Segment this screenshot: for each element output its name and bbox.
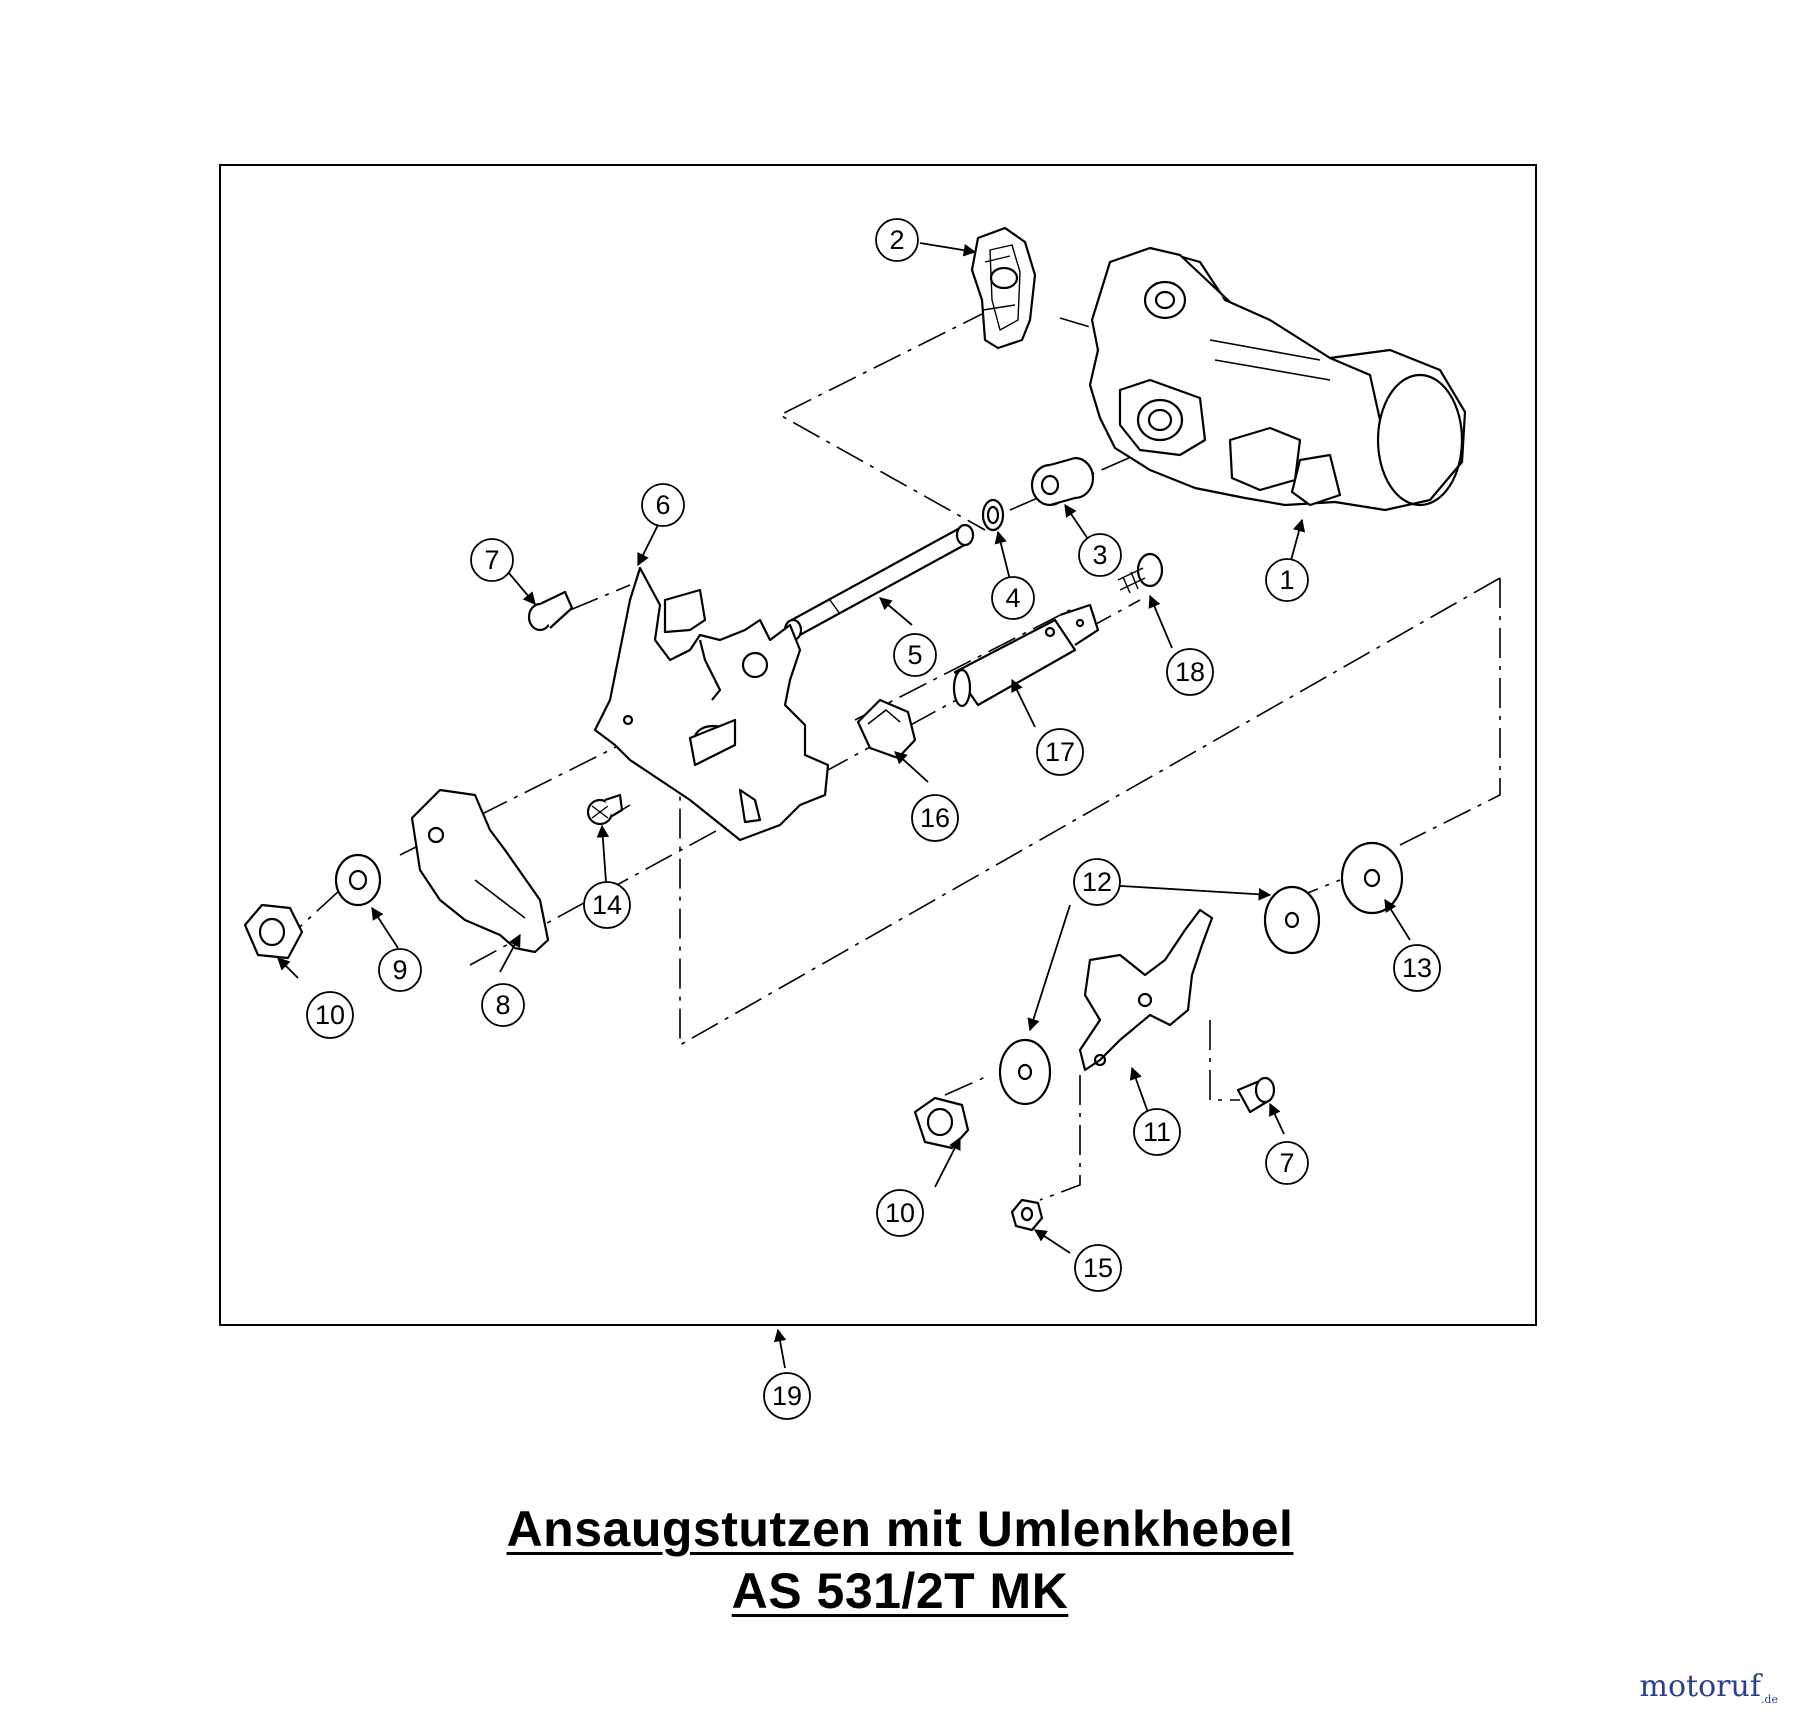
- svg-text:2: 2: [889, 225, 904, 255]
- svg-text:12: 12: [1082, 867, 1112, 897]
- svg-text:3: 3: [1092, 540, 1107, 570]
- svg-text:19: 19: [772, 1381, 802, 1411]
- callout-19: 19: [763, 1372, 811, 1420]
- svg-text:14: 14: [592, 890, 622, 920]
- part-drawings: [243, 226, 1467, 1232]
- clip: [856, 698, 917, 760]
- callout-8: 8: [481, 983, 525, 1027]
- gasket: [970, 226, 1037, 350]
- watermark-text: motoruf: [1639, 1669, 1761, 1704]
- svg-text:8: 8: [495, 990, 510, 1020]
- small-washer: [981, 498, 1005, 532]
- watermark-suffix: .de: [1760, 1693, 1778, 1706]
- callout-9: 9: [378, 948, 422, 992]
- adjuster-screw: [1117, 552, 1164, 594]
- callout-2: 2: [875, 218, 919, 262]
- svg-text:17: 17: [1045, 737, 1075, 767]
- link-rod: [952, 603, 1100, 708]
- throttle-lever: [1078, 908, 1214, 1072]
- callout-7-upper: 7: [470, 538, 514, 582]
- svg-text:7: 7: [1279, 1148, 1294, 1178]
- callout-14: 14: [583, 881, 631, 929]
- callout-7-lower: 7: [1265, 1141, 1309, 1185]
- callout-13: 13: [1393, 944, 1441, 992]
- svg-text:16: 16: [920, 803, 950, 833]
- svg-text:5: 5: [907, 640, 922, 670]
- callout-10-left: 10: [306, 991, 354, 1039]
- shaft: [783, 523, 975, 642]
- assembly-frame: [219, 164, 1537, 1326]
- svg-text:1: 1: [1279, 565, 1294, 595]
- screw-upper: [527, 590, 574, 632]
- callout-16: 16: [911, 794, 959, 842]
- diagram-model: AS 531/2T MK: [731, 1563, 1069, 1619]
- diagram-title: Ansaugstutzen mit Umlenkhebel: [506, 1501, 1294, 1557]
- svg-text:7: 7: [484, 545, 499, 575]
- washer-12a: [998, 1038, 1052, 1106]
- bushing: [1030, 456, 1095, 507]
- washer-13: [1340, 841, 1404, 915]
- bracket-plate: [593, 566, 830, 842]
- callouts: 1 2 3 4 5 6 7 7 8 9 10 10 11 12 13 14 15…: [306, 218, 1441, 1420]
- callout-17: 17: [1036, 728, 1084, 776]
- watermark-logo[interactable]: motoruf.de: [1640, 1669, 1778, 1706]
- svg-text:6: 6: [655, 490, 670, 520]
- screw-lower: [1236, 1076, 1276, 1114]
- intake-manifold: [1088, 246, 1467, 512]
- assembly-lines: [279, 309, 1501, 1201]
- callout-10-right: 10: [876, 1189, 924, 1237]
- washer-9: [334, 853, 382, 907]
- svg-text:15: 15: [1083, 1253, 1113, 1283]
- leader-arrows: [277, 242, 1411, 1369]
- screw-14: [586, 793, 624, 826]
- callout-6: 6: [641, 483, 685, 527]
- svg-text:18: 18: [1175, 657, 1205, 687]
- callout-11: 11: [1133, 1108, 1181, 1156]
- callout-12: 12: [1073, 858, 1121, 906]
- washer-12b: [1263, 885, 1321, 955]
- svg-text:10: 10: [885, 1198, 915, 1228]
- callout-18: 18: [1166, 648, 1214, 696]
- nut-right: [913, 1096, 970, 1150]
- lever-plate: [410, 788, 550, 954]
- callout-15: 15: [1074, 1244, 1122, 1292]
- svg-text:9: 9: [392, 955, 407, 985]
- svg-text:11: 11: [1143, 1117, 1171, 1147]
- callout-4: 4: [991, 576, 1035, 620]
- svg-text:10: 10: [315, 1000, 345, 1030]
- nut-left: [243, 903, 304, 960]
- svg-text:4: 4: [1005, 583, 1020, 613]
- svg-text:13: 13: [1402, 953, 1432, 983]
- callout-1: 1: [1265, 558, 1309, 602]
- callout-5: 5: [893, 633, 937, 677]
- callout-3: 3: [1078, 533, 1122, 577]
- small-nut: [1010, 1198, 1044, 1232]
